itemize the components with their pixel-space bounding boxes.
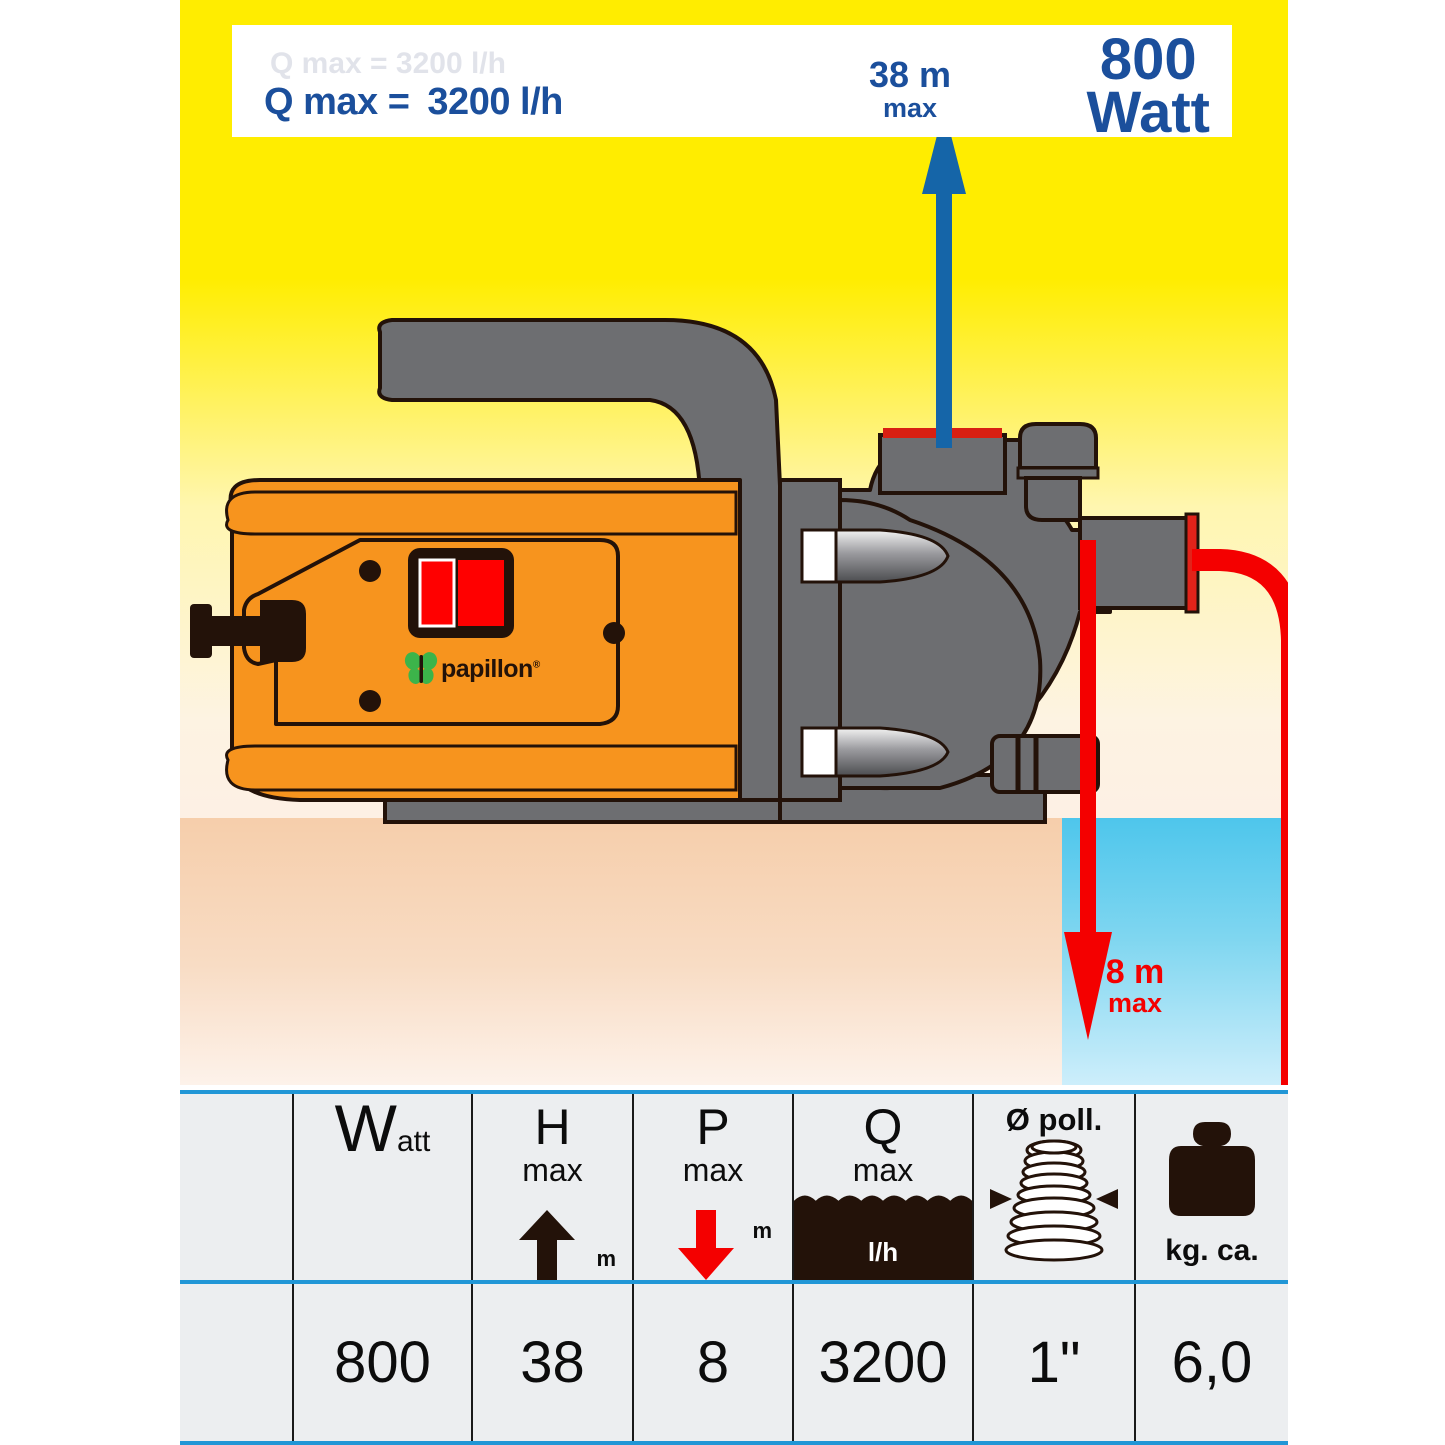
value-h-max: 38 — [471, 1280, 634, 1445]
brand-name: papillon® — [441, 655, 540, 684]
table-value-row: 800 38 8 3200 1" 6,0 — [180, 1280, 1288, 1445]
q-letter: Q — [863, 1099, 903, 1155]
q-max-label: max — [852, 1151, 914, 1188]
flow-rate-label: Q max = — [264, 81, 410, 123]
pump-illustration: 8 m max — [180, 0, 1288, 1085]
value-o-poll: 1" — [972, 1280, 1136, 1445]
brand-trademark: ® — [532, 659, 540, 671]
power-switch — [408, 548, 514, 638]
q-unit: l/h — [867, 1237, 899, 1267]
flow-rate-value: 3200 l/h — [427, 81, 563, 123]
value-watt: 800 — [292, 1280, 473, 1445]
table-header-row: W att H max m — [180, 1090, 1288, 1280]
suction-depth-value: 8 m — [1105, 953, 1165, 991]
header-cell-blank — [180, 1090, 294, 1280]
h-max-label: max — [522, 1151, 583, 1188]
value-blank — [180, 1280, 294, 1445]
table-divider — [180, 1280, 1288, 1284]
weight-icon — [1169, 1122, 1255, 1216]
pump-orange-shell — [225, 478, 742, 802]
pump-motor-housing — [778, 422, 1200, 802]
head-height-headline: 38 m max — [820, 57, 1000, 122]
p-letter: P — [696, 1099, 730, 1155]
o-poll-label: Ø poll. — [1005, 1102, 1103, 1137]
header-cell-weight: kg. ca. — [1134, 1090, 1288, 1280]
brand-logo: papillon® — [402, 652, 540, 686]
suction-hose — [1192, 549, 1288, 1085]
p-max-label: max — [682, 1151, 744, 1188]
value-weight: 6,0 — [1134, 1280, 1288, 1445]
weight-unit: kg. ca. — [1165, 1234, 1259, 1267]
power-unit: Watt — [1086, 80, 1210, 146]
threaded-port-icon — [1004, 1139, 1104, 1262]
suction-arrow-icon — [1064, 540, 1112, 1040]
specification-table: W att H max m — [180, 1090, 1288, 1445]
arrow-left-icon — [1096, 1189, 1118, 1209]
header-cell-p-max: P max m — [632, 1090, 794, 1280]
header-cell-watt: W att — [292, 1090, 473, 1280]
up-arrow-icon — [519, 1210, 575, 1280]
suction-depth-label: 8 m max — [1060, 955, 1210, 1017]
arrow-right-icon — [990, 1189, 1012, 1209]
garden-pump-graphic — [190, 318, 1288, 1085]
h-unit: m — [596, 1246, 616, 1271]
q-water-fill — [794, 1202, 972, 1280]
headline-banner: Q max = 3200 l/h Q max = 3200 l/h 38 m ma… — [232, 25, 1232, 146]
pump-plug-connector — [190, 600, 306, 662]
down-arrow-icon — [678, 1210, 734, 1280]
value-p-max: 8 — [632, 1280, 794, 1445]
suction-depth-max: max — [1107, 988, 1163, 1018]
watt-suffix: att — [396, 1125, 431, 1158]
head-height-value: 38 m — [868, 54, 952, 95]
butterfly-icon — [404, 652, 438, 684]
head-height-max: max — [882, 93, 938, 123]
header-cell-q-max: Q max l/h — [792, 1090, 974, 1280]
brand-label: papillon — [441, 654, 533, 683]
p-unit: m — [752, 1218, 772, 1243]
watt-letter: W — [334, 1091, 397, 1165]
value-q-max: 3200 — [792, 1280, 974, 1445]
power-number: 800 — [1099, 27, 1197, 92]
header-cell-o-poll: Ø poll. — [972, 1090, 1136, 1280]
header-cell-h-max: H max m — [471, 1090, 634, 1280]
flow-rate-headline: Q max = 3200 l/h — [264, 81, 563, 124]
ghost-text: Q max = 3200 l/h — [270, 47, 506, 80]
discharge-arrow-icon — [922, 108, 966, 448]
power-headline: 800 Watt — [1086, 27, 1210, 146]
h-letter: H — [534, 1099, 571, 1155]
